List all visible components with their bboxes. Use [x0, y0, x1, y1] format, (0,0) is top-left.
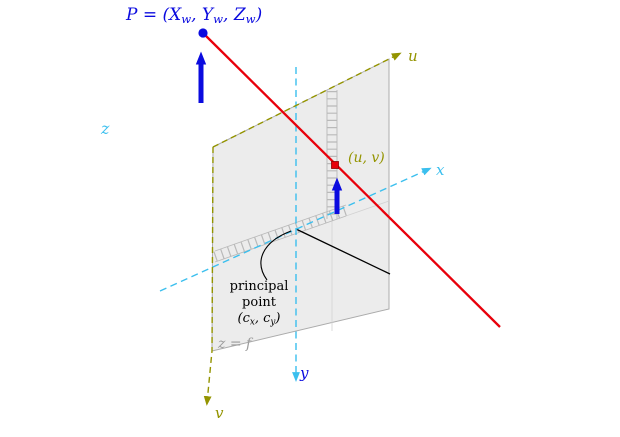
coords-text: (c	[237, 310, 250, 326]
v-axis-label: v	[215, 404, 224, 422]
world-point-label: P = (Xw, Yw, Zw)	[126, 5, 262, 26]
subscript: y	[270, 317, 276, 328]
world-point-label-text: , Z	[223, 5, 246, 25]
subscript: w	[245, 12, 256, 27]
row-ruler-rungs	[213, 205, 348, 262]
y-axis-label: y	[300, 364, 309, 382]
principal-point-leader	[260, 230, 292, 281]
coords-text: )	[275, 310, 281, 326]
v-axis	[203, 146, 214, 406]
x-axis	[159, 167, 432, 292]
coords-text: , c	[254, 310, 271, 326]
row-ruler-rail	[214, 204, 347, 252]
projected-point	[331, 161, 339, 169]
world-point-label-text: P = (X	[126, 5, 182, 25]
principal-point-label-line1: principal	[229, 279, 289, 294]
u-axis	[212, 52, 402, 148]
optical-axis	[295, 228, 391, 275]
projection-ray	[202, 32, 501, 328]
u-axis-label: u	[408, 47, 418, 65]
principal-point-label: principal point (cx, cy)	[219, 279, 299, 328]
principal-point-label-line2: point	[242, 294, 276, 310]
pixel-row-ruler	[213, 204, 348, 263]
focal-plane-label: z = f	[218, 336, 252, 352]
world-point-label-text: , Y	[191, 5, 214, 25]
grid-line-row-extension	[345, 200, 390, 217]
world-point	[198, 28, 208, 38]
subscript: w	[181, 12, 192, 27]
world-point-label-text: )	[255, 5, 263, 25]
principal-point-coords: (cx, cy)	[219, 311, 299, 328]
uv-point-label: (u, v)	[348, 150, 385, 166]
plane-grid-lines	[331, 200, 390, 331]
z-axis-label: z	[101, 119, 110, 138]
subscript: w	[213, 12, 224, 27]
x-axis-label: x	[436, 161, 445, 179]
row-ruler-rail	[214, 215, 347, 263]
subscript: x	[249, 317, 255, 328]
